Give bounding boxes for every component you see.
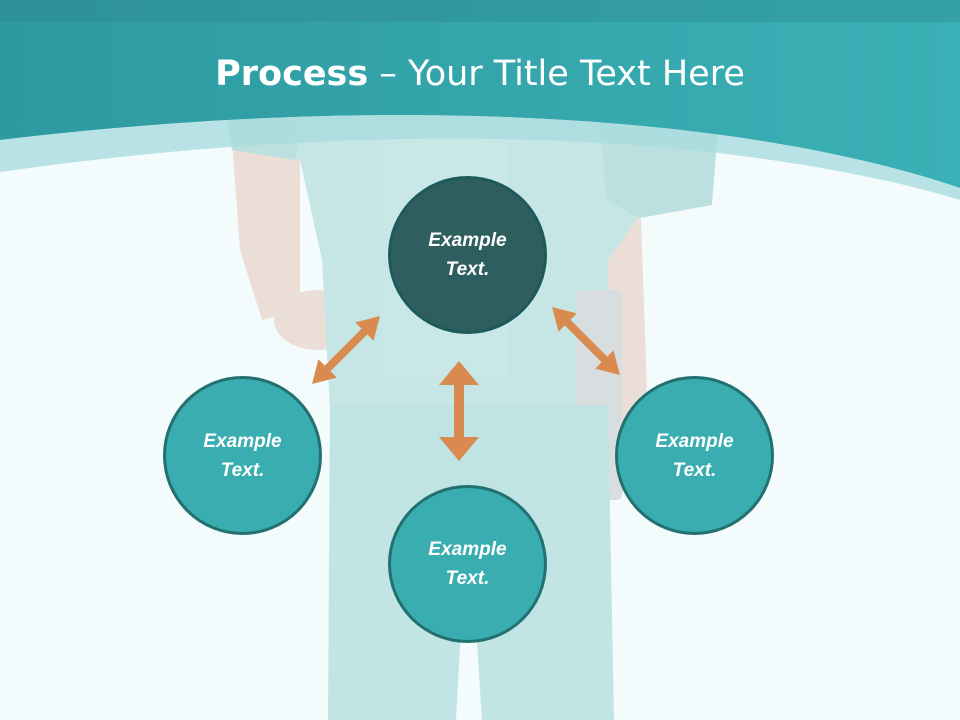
title-bold: Process: [215, 54, 369, 94]
header-banner: [0, 0, 960, 188]
double-arrow-vertical: [439, 361, 479, 461]
node-right-label: Example Text.: [655, 430, 734, 481]
process-node-right: Example Text.: [615, 376, 774, 535]
process-node-top: Example Text.: [388, 176, 547, 334]
title-rest: – Your Title Text Here: [368, 54, 745, 94]
process-node-bottom: Example Text.: [388, 485, 547, 643]
process-node-left: Example Text.: [163, 376, 322, 535]
slide-title: Process – Your Title Text Here: [0, 52, 960, 96]
node-top-label: Example Text.: [428, 230, 507, 280]
header-wave: [0, 115, 960, 200]
node-left-label: Example Text.: [203, 430, 282, 481]
double-arrow-left: [312, 316, 380, 384]
double-arrow-right: [552, 307, 620, 375]
node-bottom-label: Example Text.: [428, 539, 507, 589]
